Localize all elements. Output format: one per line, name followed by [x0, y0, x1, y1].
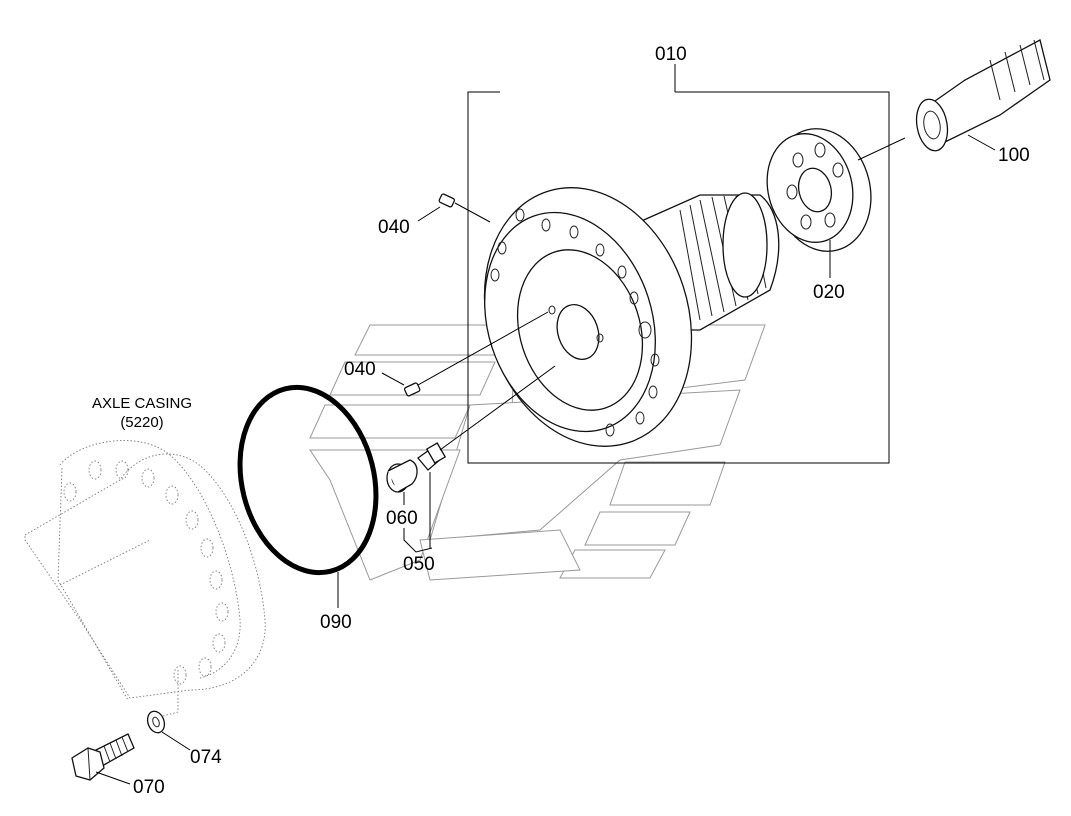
callout-labels: 010 100 020 040 040 060 050 090 074 070 …	[92, 44, 1030, 798]
callout-010: 010	[655, 44, 687, 65]
axle-casing-title: AXLE CASING	[92, 395, 192, 412]
axle-casing-ghost	[24, 440, 266, 721]
set-screw-040-lower	[381, 311, 549, 397]
callout-040-upper: 040	[378, 217, 410, 238]
shaft-100	[915, 39, 1051, 152]
o-ring-090	[237, 384, 379, 608]
plug-060	[386, 459, 418, 505]
carrier-020	[766, 128, 872, 278]
callout-074: 074	[190, 747, 222, 768]
washer-074	[146, 710, 191, 751]
assembly-010-box	[467, 64, 890, 464]
callout-070: 070	[133, 777, 165, 798]
flange-bolt-holes	[490, 208, 660, 437]
callout-090: 090	[320, 612, 352, 633]
leader-020-100	[857, 137, 906, 161]
hub-body	[483, 187, 780, 447]
callout-040-lower: 040	[344, 359, 376, 380]
callout-020: 020	[813, 282, 845, 303]
fitting-050	[403, 365, 556, 553]
callout-050: 050	[403, 554, 435, 575]
callout-100: 100	[998, 145, 1030, 166]
callout-060: 060	[386, 508, 418, 529]
bolt-070	[71, 733, 135, 785]
watermark	[309, 324, 766, 581]
axle-casing-ref: (5220)	[120, 414, 163, 431]
set-screw-040-upper	[417, 193, 491, 223]
